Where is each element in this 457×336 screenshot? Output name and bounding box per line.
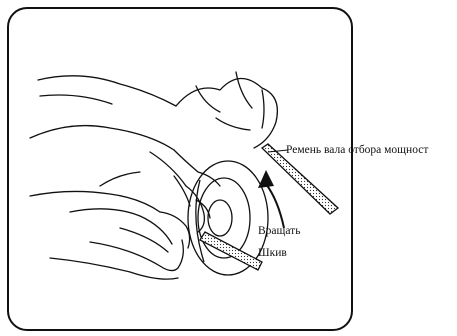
hands-drawing xyxy=(30,72,277,279)
pulley-shape xyxy=(188,161,268,275)
rotate-label: Вращать xyxy=(258,226,300,238)
pulley-label: Шкив xyxy=(258,248,287,260)
rotation-arrow-icon xyxy=(258,170,284,228)
belt-label: Ремень вала отбора мощност xyxy=(286,145,428,157)
